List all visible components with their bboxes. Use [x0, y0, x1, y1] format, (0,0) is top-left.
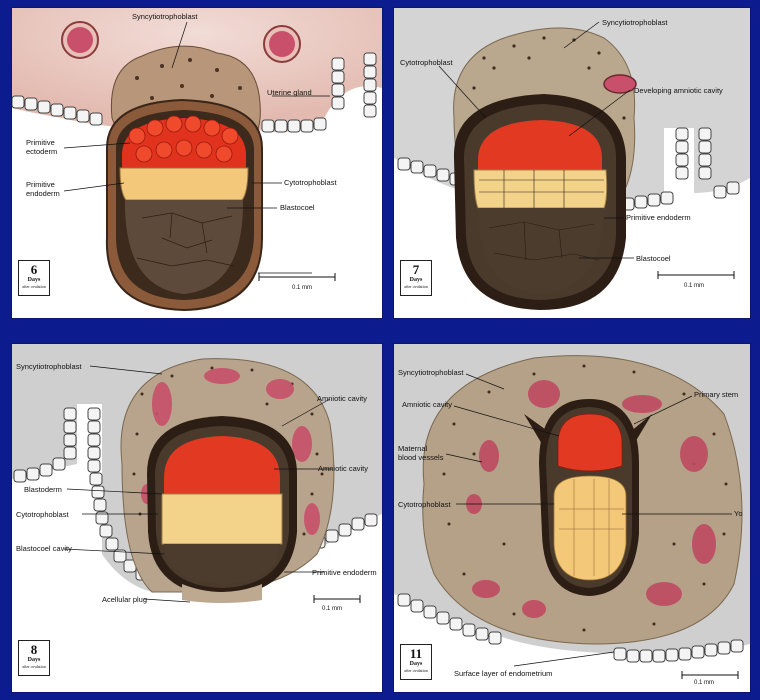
label-cytotrophoblast: Cytotrophoblast: [284, 178, 337, 187]
scale-label-day-8: 0.1 mm: [322, 606, 342, 612]
day-6-badge: 6 Days after ovulation: [18, 260, 50, 296]
day-unit: Days: [401, 661, 431, 668]
label-cytotrophoblast: Cytotrophoblast: [16, 510, 69, 519]
label-syncytiotrophoblast: Syncytiotrophoblast: [398, 368, 463, 377]
label-primitive-endoderm: Primitive endoderm: [26, 180, 66, 198]
day-number: 8: [19, 643, 49, 657]
label-primary-stem: Primary stem: [694, 390, 738, 399]
label-surface-layer: Surface layer of endometrium: [454, 669, 552, 678]
day-number: 6: [19, 263, 49, 277]
day-11-badge: 11 Days after ovulation: [400, 644, 432, 680]
scale-bar-day-6: [257, 272, 337, 282]
panel-day-7: Syncytiotrophoblast Cytotrophoblast Deve…: [394, 8, 750, 318]
label-amniotic-cavity: Amniotic cavity: [318, 464, 368, 473]
label-maternal-blood-vessels: Maternal blood vessels: [398, 444, 446, 462]
day-sub: after ovulation: [19, 284, 49, 289]
day-number: 11: [401, 647, 431, 661]
scale-bar-day-7: [656, 270, 736, 280]
label-primitive-endoderm: Primitive endoderm: [312, 568, 377, 577]
label-syncytiotrophoblast: Syncytiotrophoblast: [602, 18, 667, 27]
label-amniotic-cavity-top: Amniotic cavity: [317, 394, 367, 403]
scale-bar-day-11: [680, 670, 740, 680]
scale-label-day-7: 0.1 mm: [684, 283, 704, 289]
panel-day-11: Syncytiotrophoblast Amniotic cavity Prim…: [394, 344, 750, 692]
scale-label-day-6: 0.1 mm: [292, 285, 312, 291]
label-cytotrophoblast: Cytotrophoblast: [398, 500, 451, 509]
day-7-badge: 7 Days after ovulation: [400, 260, 432, 296]
day-unit: Days: [19, 657, 49, 664]
day-number: 7: [401, 263, 431, 277]
label-amniotic-cavity: Amniotic cavity: [402, 400, 452, 409]
label-uterine-gland: Uterine gland: [267, 88, 312, 97]
label-primitive-endoderm: Primitive endoderm: [626, 213, 691, 222]
panel-day-6: Syncytiotrophoblast Uterine gland Primit…: [12, 8, 382, 318]
label-syncytiotrophoblast: Syncytiotrophoblast: [132, 12, 197, 21]
label-acellular-plug: Acellular plug: [102, 595, 147, 604]
day-unit: Days: [19, 277, 49, 284]
scale-bar-day-8: [312, 594, 362, 604]
panel-day-8: Syncytiotrophoblast Amniotic cavity Amni…: [12, 344, 382, 692]
day-sub: after ovulation: [19, 664, 49, 669]
label-blastoderm: Blastoderm: [24, 485, 62, 494]
day-sub: after ovulation: [401, 668, 431, 673]
label-cytotrophoblast: Cytotrophoblast: [400, 58, 453, 67]
scale-label-day-11: 0.1 mm: [694, 680, 714, 686]
label-developing-amniotic-cavity: Developing amniotic cavity: [634, 86, 723, 95]
day-8-badge: 8 Days after ovulation: [18, 640, 50, 676]
day-unit: Days: [401, 277, 431, 284]
label-yolk: Yo: [734, 509, 743, 518]
label-blastocoel: Blastocoel: [280, 203, 315, 212]
day-sub: after ovulation: [401, 284, 431, 289]
label-primitive-ectoderm: Primitive ectoderm: [26, 138, 66, 156]
label-syncytiotrophoblast: Syncytiotrophoblast: [16, 362, 81, 371]
label-blastocoel: Blastocoel: [636, 254, 671, 263]
label-blastocoel-cavity: Blastocoel cavity: [16, 544, 72, 553]
